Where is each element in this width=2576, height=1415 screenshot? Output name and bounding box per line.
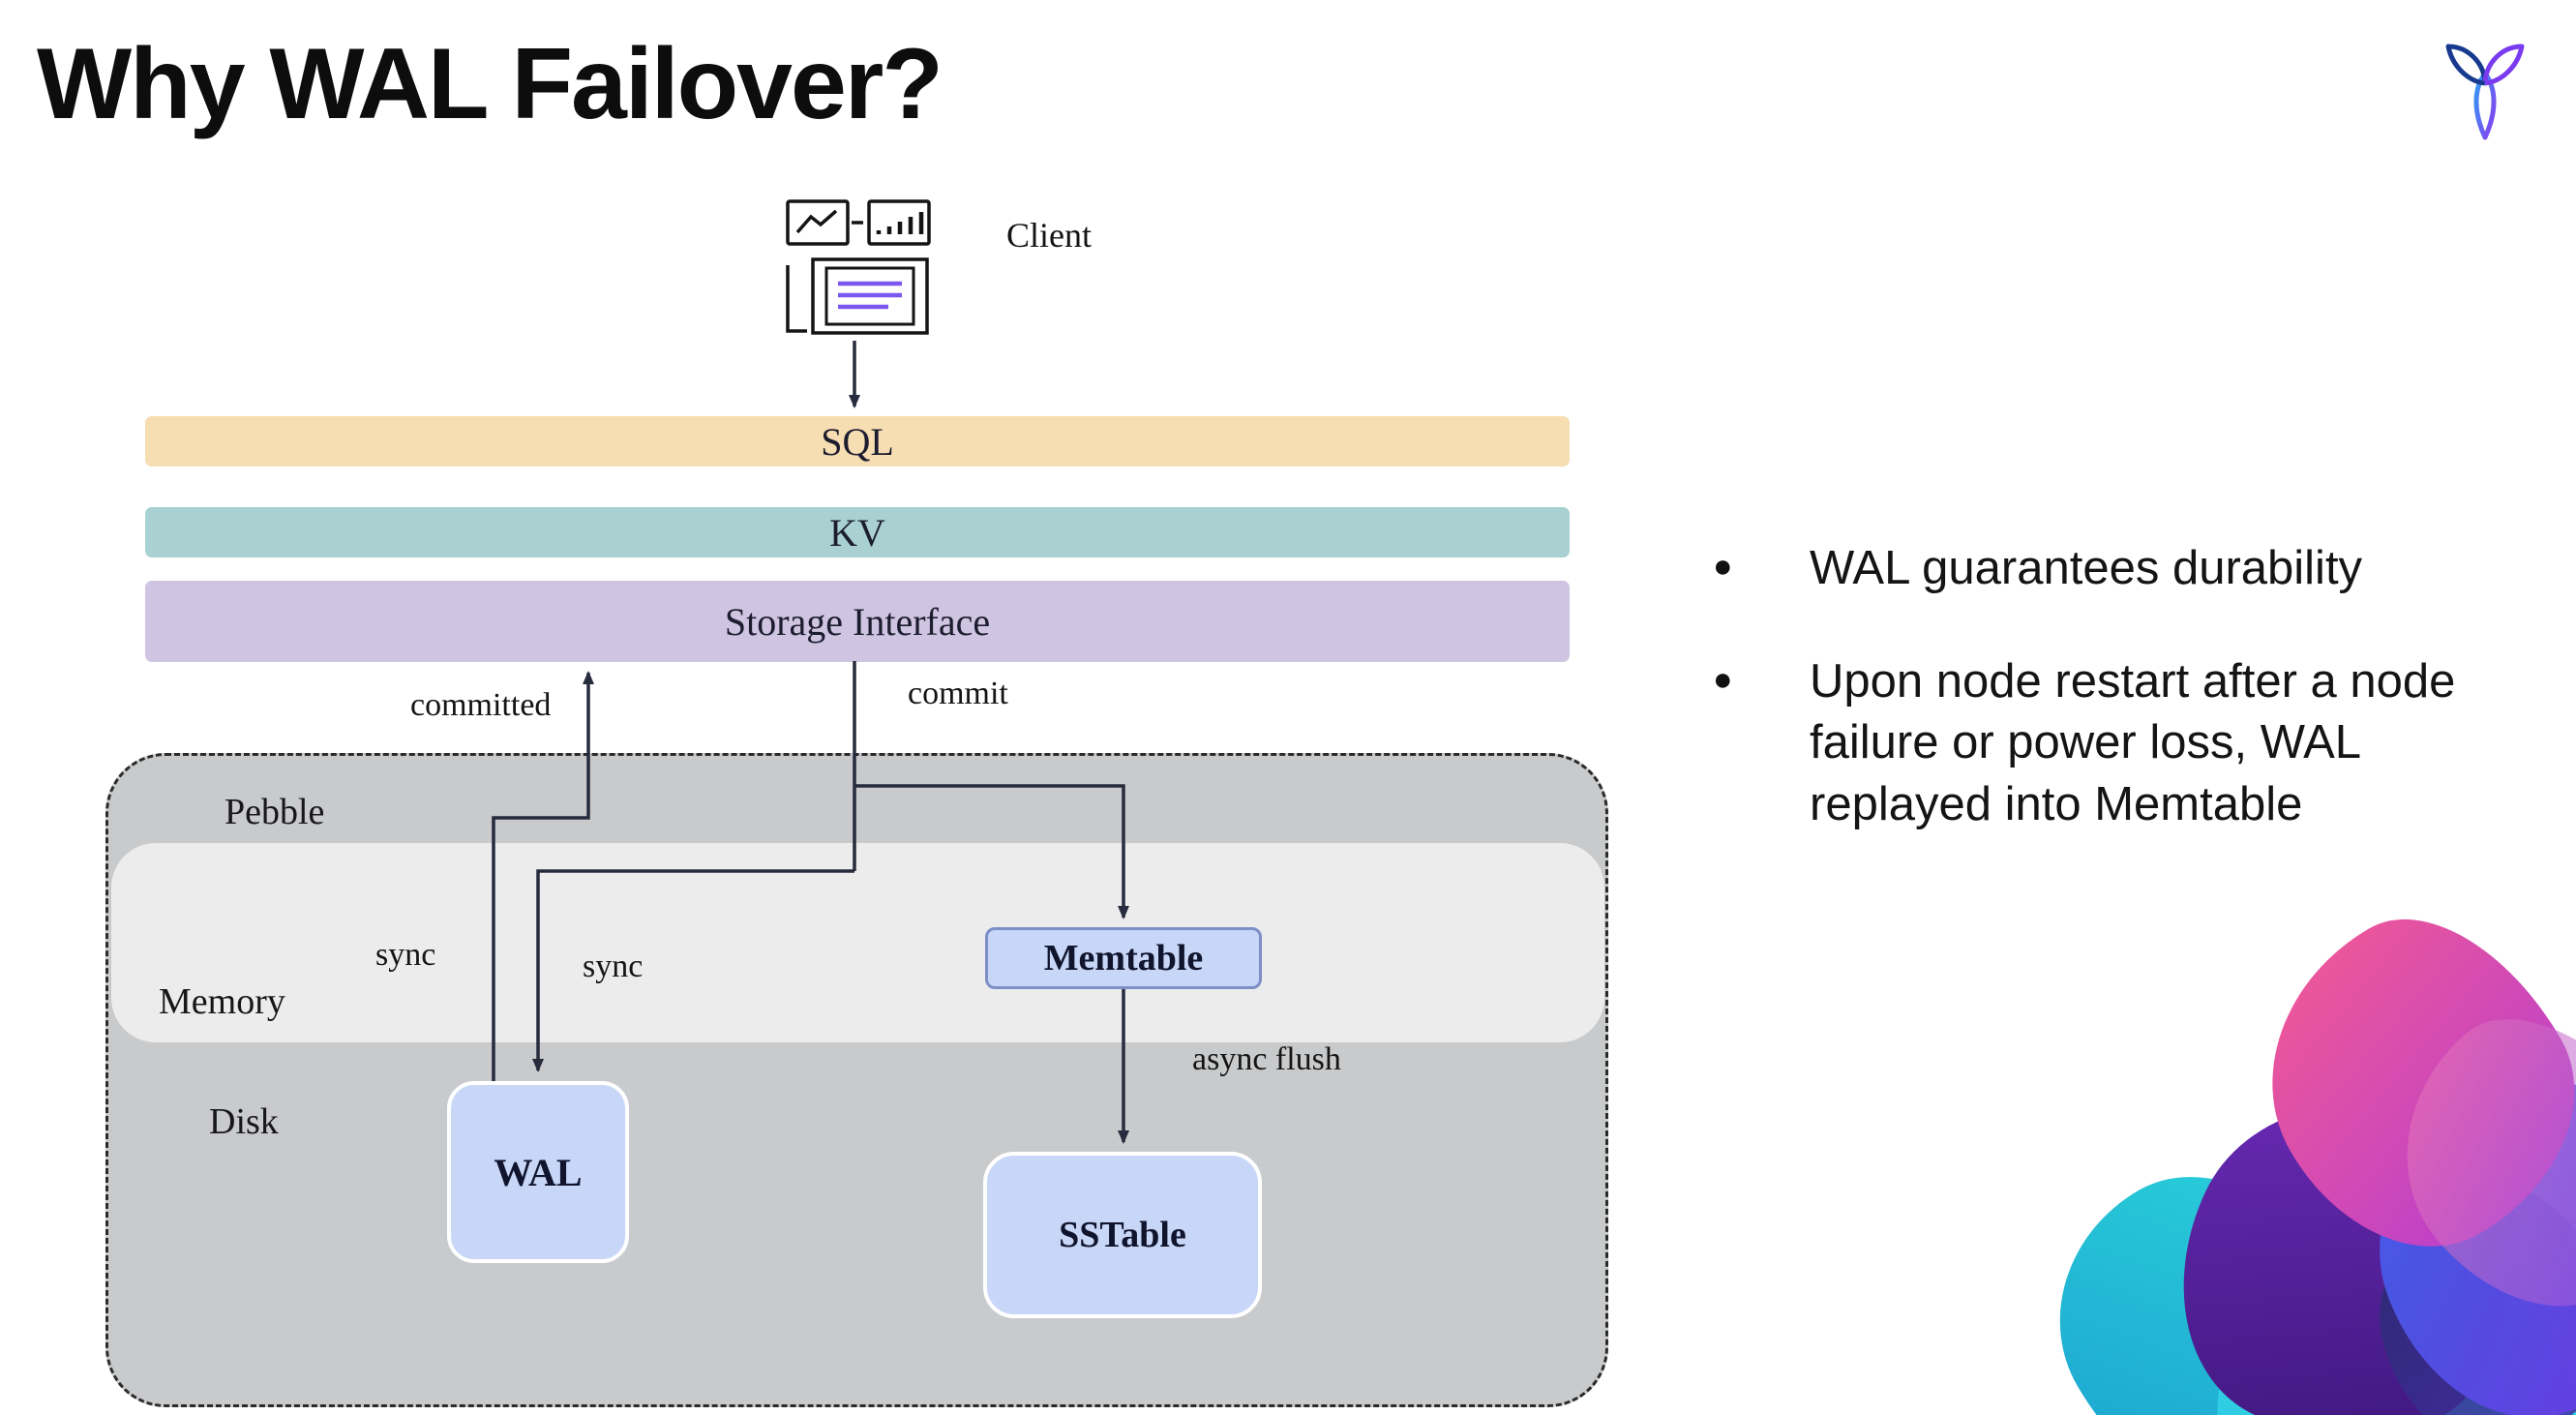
disk-label: Disk bbox=[209, 1101, 279, 1142]
document-icon bbox=[811, 257, 929, 335]
bracket-shape bbox=[786, 265, 807, 333]
decorative-flower-graphic bbox=[1995, 873, 2576, 1415]
bullet-dot: ● bbox=[1713, 661, 1733, 699]
sstable-box: SSTable bbox=[983, 1152, 1262, 1318]
client-dashboard-icons bbox=[786, 199, 931, 335]
sstable-label: SSTable bbox=[1059, 1215, 1186, 1255]
layer-storage-interface: Storage Interface bbox=[145, 581, 1570, 662]
line-chart-icon bbox=[786, 199, 850, 246]
cockroachdb-logo bbox=[2445, 44, 2525, 140]
memtable-box: Memtable bbox=[985, 927, 1262, 989]
wal-label: WAL bbox=[494, 1150, 583, 1194]
memtable-label: Memtable bbox=[1043, 938, 1204, 978]
layer-sql-label: SQL bbox=[821, 419, 894, 464]
pebble-label: Pebble bbox=[225, 792, 325, 832]
slide-title: Why WAL Failover? bbox=[37, 28, 944, 140]
client-label: Client bbox=[1006, 216, 1092, 255]
wal-box: WAL bbox=[447, 1081, 629, 1263]
layer-kv: KV bbox=[145, 507, 1570, 557]
edge-label-sync-left: sync bbox=[375, 937, 436, 973]
pebble-container: Pebble Memory Disk bbox=[105, 753, 1608, 1407]
edge-label-async-flush: async flush bbox=[1192, 1041, 1341, 1077]
bullet-item: ● WAL guarantees durability bbox=[1713, 538, 2506, 599]
bullet-item: ● Upon node restart after a node failure… bbox=[1713, 651, 2506, 835]
layer-sql: SQL bbox=[145, 416, 1570, 467]
edge-label-commit: commit bbox=[908, 676, 1008, 711]
bullet-text-durability: WAL guarantees durability bbox=[1810, 542, 2363, 594]
memory-label: Memory bbox=[159, 981, 285, 1022]
bullet-text-restart: Upon node restart after a node failure o… bbox=[1810, 655, 2456, 830]
bar-chart-icon bbox=[867, 199, 931, 246]
bullet-list: ● WAL guarantees durability ● Upon node … bbox=[1713, 538, 2506, 835]
layer-storage-interface-label: Storage Interface bbox=[724, 599, 991, 644]
memory-band bbox=[111, 843, 1604, 1042]
edge-label-sync-right: sync bbox=[583, 948, 644, 984]
layer-kv-label: KV bbox=[829, 510, 885, 555]
bullet-dot: ● bbox=[1713, 548, 1733, 585]
edge-label-committed: committed bbox=[410, 687, 552, 723]
